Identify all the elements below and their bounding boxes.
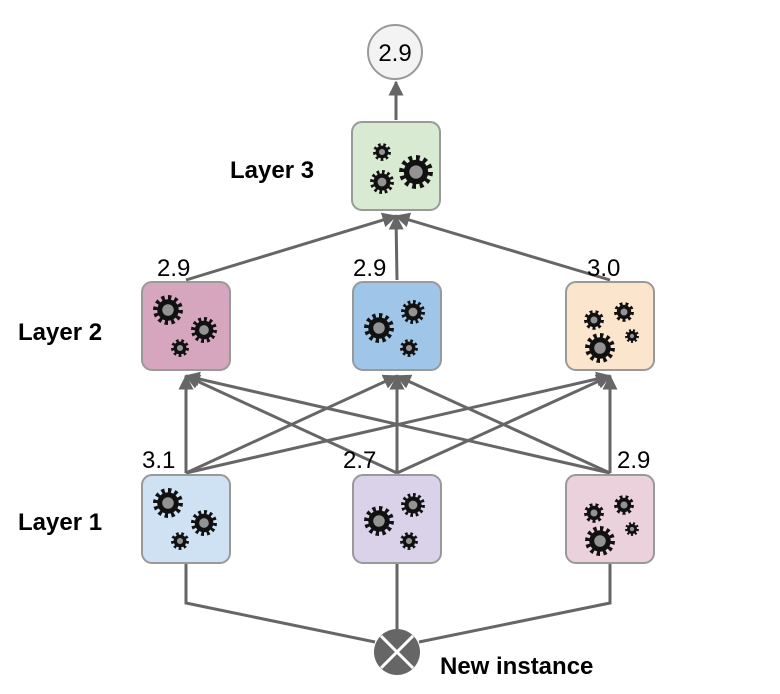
layer-2-node-3-value: 3.0 — [587, 255, 620, 282]
gears-icon — [584, 495, 639, 556]
connections — [178, 80, 618, 644]
gears-icon — [364, 300, 425, 357]
gears-icon — [153, 488, 217, 550]
gears-icon — [153, 295, 217, 357]
layer-1-node-3 — [565, 474, 655, 564]
output-node: 2.9 — [367, 24, 423, 80]
connector-l2-3-l3 — [394, 212, 611, 282]
layer-2-node-1 — [141, 281, 231, 371]
gears-icon — [584, 302, 639, 363]
x-circle-icon — [379, 634, 415, 670]
connector-l2-2-l3 — [388, 214, 404, 281]
gears-icon — [370, 143, 433, 194]
input-label: New instance — [440, 653, 593, 680]
connector-l1-3-l2-2 — [395, 374, 611, 475]
layer-1-node-3-value: 2.9 — [617, 447, 650, 474]
connector-l1-3-l2-1 — [184, 371, 611, 475]
layer-1-node-1-value: 3.1 — [142, 447, 175, 474]
gears-icon — [364, 493, 425, 550]
layer-1-node-1 — [141, 474, 231, 564]
input-connector-3 — [418, 563, 612, 644]
layer-3-node-1 — [351, 121, 441, 211]
layer-1-node-2-value: 2.7 — [343, 447, 376, 474]
layer-2-node-2 — [352, 281, 442, 371]
layer-2-node-3 — [565, 281, 655, 371]
layer-1-node-2 — [352, 474, 442, 564]
layer-2-node-1-value: 2.9 — [157, 255, 190, 282]
connector-l1-2-l2-1 — [184, 374, 398, 475]
layer-1-label: Layer 1 — [18, 509, 102, 536]
connector-l2-1-l3 — [185, 212, 398, 282]
input-connector-1 — [184, 563, 376, 644]
layer-2-label: Layer 2 — [18, 319, 102, 346]
layer-3-label: Layer 3 — [230, 157, 314, 184]
layer-2-node-2-value: 2.9 — [353, 255, 386, 282]
output-value: 2.9 — [378, 40, 411, 67]
input-node: New instance — [374, 629, 593, 680]
